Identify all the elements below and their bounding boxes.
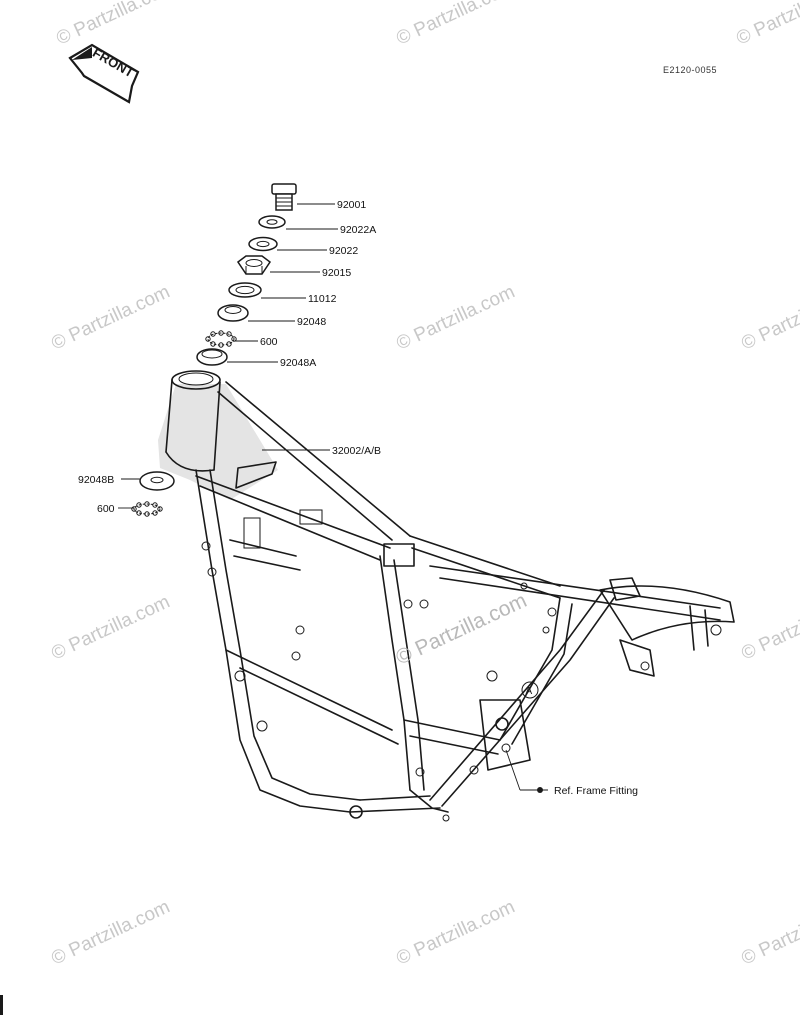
watermark: © Partzilla.com	[738, 896, 800, 969]
bolt-92001	[271, 183, 297, 211]
race-92048b	[139, 471, 175, 491]
label-11012: 11012	[308, 293, 337, 305]
watermark: © Partzilla.com	[53, 0, 178, 50]
label-600-lower: 600	[97, 503, 115, 515]
balls-600-upper	[205, 330, 237, 348]
label-92015: 92015	[322, 267, 351, 279]
watermark: © Partzilla.com	[393, 896, 518, 969]
label-92048b: 92048B	[78, 474, 114, 486]
callout-labels: 92001 92022A 92022 92015 11012 92048 600…	[78, 199, 638, 797]
frame-32002: A	[158, 370, 735, 822]
lower-steering-parts	[131, 471, 175, 517]
scan-edge-mark	[0, 995, 3, 1015]
watermark-center: © Partzilla.com	[392, 589, 530, 670]
label-600-upper: 600	[260, 336, 278, 348]
watermark: © Partzilla.com	[48, 281, 173, 354]
front-arrow-icon: FRONT	[68, 43, 140, 104]
race-92048	[217, 304, 249, 322]
label-ref-frame-fitting: Ref. Frame Fitting	[554, 785, 638, 797]
label-92048: 92048	[297, 316, 326, 328]
race-92048a	[196, 348, 228, 366]
balls-600-lower	[131, 501, 163, 517]
watermark: © Partzilla.com	[393, 281, 518, 354]
label-92022a: 92022A	[340, 224, 376, 236]
nut-92015	[236, 255, 272, 275]
mount-brackets	[201, 509, 557, 822]
watermark: © Partzilla.com	[738, 591, 800, 664]
label-92048a: 92048A	[280, 357, 316, 369]
label-92001: 92001	[337, 199, 366, 211]
steering-stem-parts	[196, 183, 297, 366]
watermark: © Partzilla.com	[48, 591, 173, 664]
callout-leaders	[118, 203, 548, 793]
diagram-code: E2120-0055	[663, 65, 717, 75]
washer-92022	[248, 236, 278, 252]
watermark: © Partzilla.com	[393, 0, 518, 50]
cover-11012	[228, 282, 262, 298]
watermark: © Partzilla.com	[48, 896, 173, 969]
marker-a-circle	[521, 681, 539, 699]
watermark: © Partzilla.com	[733, 0, 800, 50]
marker-a: A	[526, 686, 533, 697]
label-92022: 92022	[329, 245, 358, 257]
label-32002: 32002/A/B	[332, 445, 381, 457]
washer-92022a	[258, 215, 286, 229]
watermark: © Partzilla.com	[738, 281, 800, 354]
